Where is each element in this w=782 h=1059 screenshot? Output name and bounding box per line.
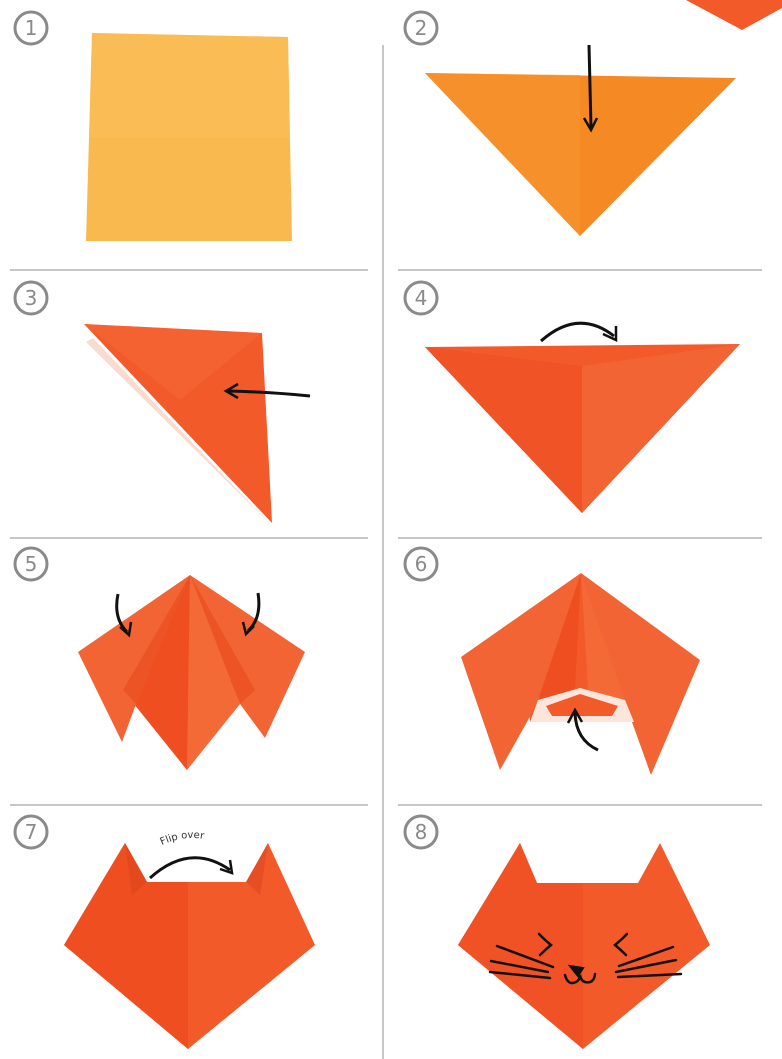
step-8-cat-face bbox=[458, 843, 710, 1049]
step-5-folded-shape bbox=[78, 575, 305, 770]
left-eye bbox=[537, 932, 553, 957]
step-1-square-paper bbox=[86, 33, 292, 241]
step-badge-5: 5 bbox=[13, 546, 49, 582]
step-number-5: 5 bbox=[25, 552, 38, 576]
step-badge-8: 8 bbox=[403, 814, 439, 850]
step-7-flip-arrow bbox=[148, 856, 234, 880]
left-whisker-1 bbox=[495, 944, 555, 969]
right-whisker-1 bbox=[617, 945, 675, 968]
cat-mouth bbox=[563, 972, 597, 985]
left-whisker-2 bbox=[489, 959, 550, 974]
step-badge-1: 1 bbox=[13, 10, 49, 46]
step-number-2: 2 bbox=[415, 16, 428, 40]
step-7-cat-head-back bbox=[64, 843, 315, 1049]
step-number-1: 1 bbox=[25, 16, 38, 40]
step-number-3: 3 bbox=[25, 286, 38, 310]
step-5-left-curved-arrow bbox=[115, 593, 133, 638]
step-4-creased-triangle bbox=[425, 344, 740, 513]
left-whisker-3 bbox=[488, 970, 552, 980]
right-whisker-3 bbox=[616, 972, 683, 979]
step-badge-4: 4 bbox=[403, 280, 439, 316]
right-whisker-2 bbox=[614, 958, 678, 974]
step-2-fold-down-arrow bbox=[582, 44, 599, 133]
step-number-8: 8 bbox=[415, 820, 428, 844]
step-badge-6: 6 bbox=[403, 546, 439, 582]
step-number-6: 6 bbox=[415, 552, 428, 576]
step-badge-7: 7 bbox=[13, 814, 49, 850]
panel-dividers bbox=[10, 45, 762, 1059]
step-number-7: 7 bbox=[25, 820, 38, 844]
step-badge-2: 2 bbox=[403, 10, 439, 46]
cat-nose bbox=[567, 964, 585, 978]
step-2-triangle bbox=[425, 73, 736, 236]
step-number-4: 4 bbox=[415, 286, 428, 310]
step-3-fold-left-arrow bbox=[223, 382, 311, 400]
step-6-up-curved-arrow bbox=[566, 707, 599, 752]
step-badge-3: 3 bbox=[13, 280, 49, 316]
flip-over-note: Flip over bbox=[159, 830, 206, 848]
right-eye bbox=[613, 932, 629, 957]
step-3-half-triangle bbox=[84, 324, 272, 523]
cat-face-drawing bbox=[488, 932, 683, 985]
step-6-folded-shape bbox=[461, 573, 700, 775]
step-4-curved-arrow bbox=[540, 321, 618, 343]
step-5-right-curved-arrow bbox=[241, 592, 261, 637]
corner-cat-preview bbox=[686, 0, 782, 30]
